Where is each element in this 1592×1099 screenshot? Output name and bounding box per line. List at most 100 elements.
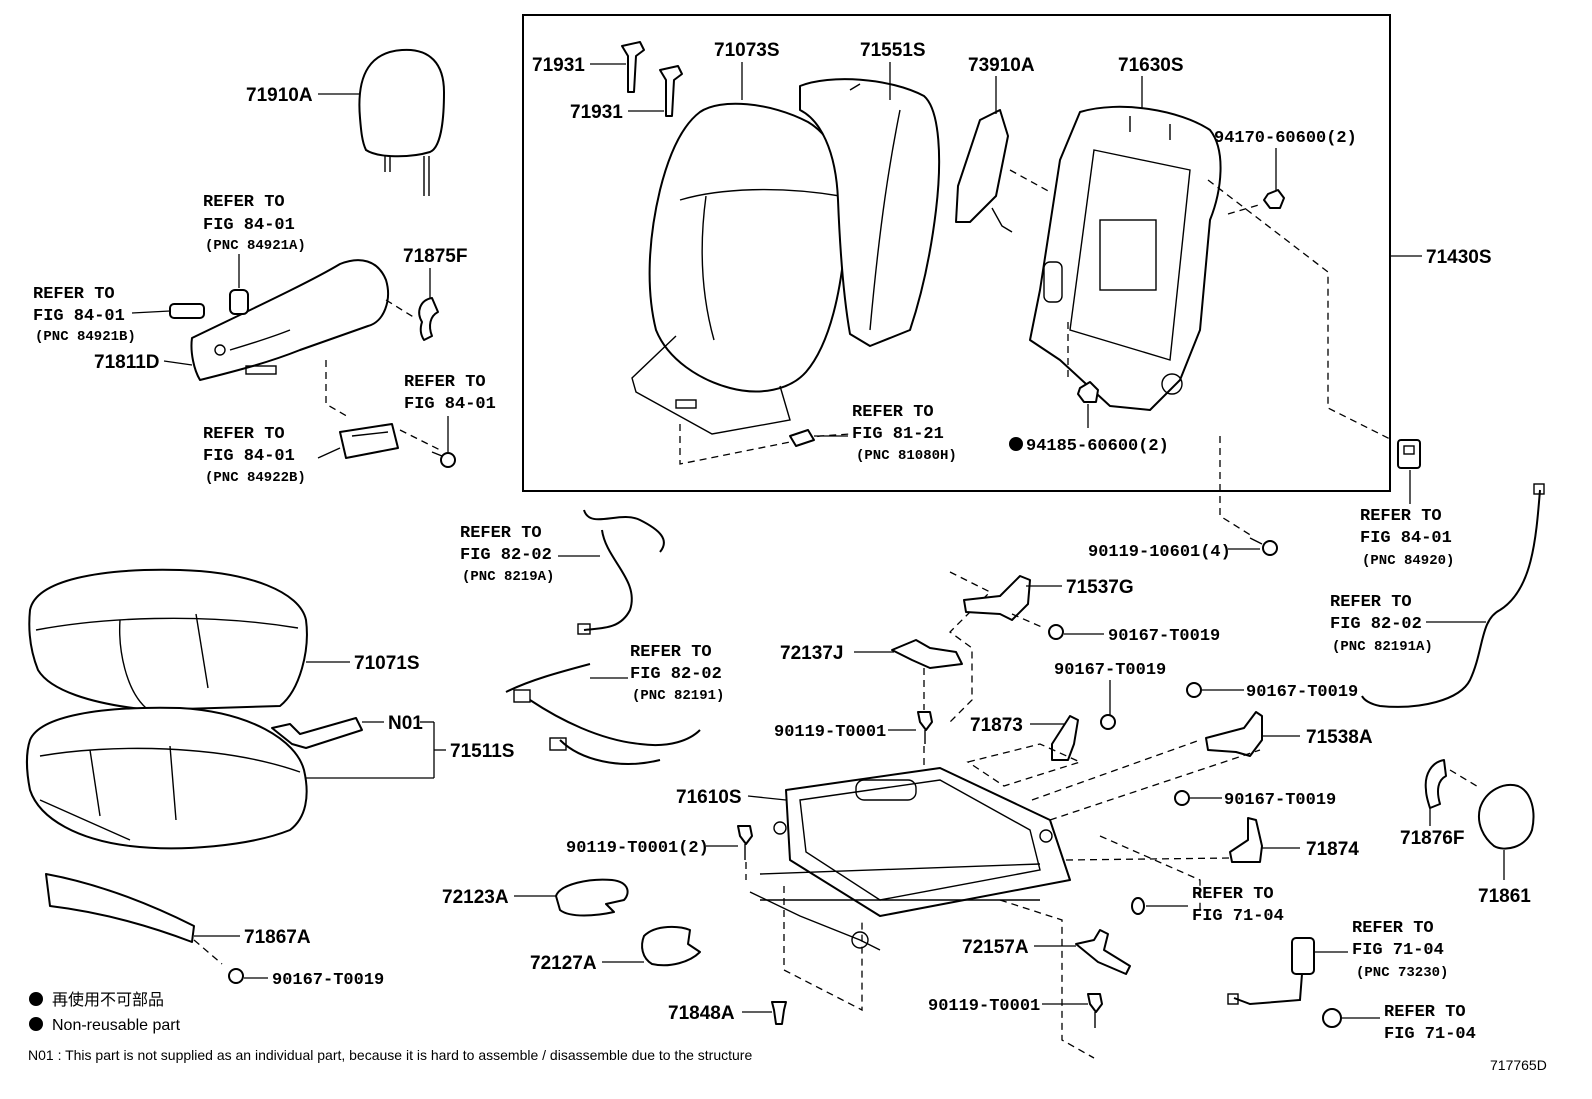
knob-71861[interactable]	[1478, 784, 1535, 850]
part-label-90119-T0001-b: 90119-T0001	[928, 997, 1040, 1016]
nut-94170-60600[interactable]	[1263, 189, 1285, 209]
ref-71-04-nut-line1: REFER TO	[1384, 1003, 1466, 1022]
seatback-pad-71551S[interactable]	[799, 78, 941, 347]
part-label-72123A: 72123A	[442, 887, 509, 908]
cover-71867A[interactable]	[45, 873, 195, 943]
ref-8219A-line2: FIG 82-02	[460, 546, 552, 565]
part-label-71430S: 71430S	[1426, 247, 1492, 268]
ref-84922B-line2: FIG 84-01	[203, 447, 295, 466]
cover-72123A[interactable]	[555, 878, 629, 917]
clip-71931-b[interactable]	[659, 65, 683, 117]
ref-84921B-line2: FIG 84-01	[33, 307, 125, 326]
harness-82191[interactable]	[505, 663, 701, 765]
pin-71848A[interactable]	[771, 1001, 787, 1025]
bolt-90119-10601[interactable]	[1249, 537, 1278, 556]
ref-81080H-line3: (PNC 81080H)	[856, 448, 957, 464]
shield-71811D[interactable]	[190, 259, 389, 381]
part-label-71630S: 71630S	[1118, 55, 1184, 76]
part-label-73910A: 73910A	[968, 55, 1035, 76]
bracket-72157A[interactable]	[1075, 929, 1131, 975]
bracket-72137J[interactable]	[891, 639, 963, 669]
ref-84922B-line3: (PNC 84922B)	[205, 470, 306, 486]
screw-90167-T0019-d[interactable]	[1186, 682, 1202, 698]
ref-73230-line1: REFER TO	[1352, 919, 1434, 938]
screw-84-01[interactable]	[431, 451, 456, 468]
clip-71931-a[interactable]	[621, 41, 645, 93]
ref-71-04-ring-line1: REFER TO	[1192, 885, 1274, 904]
part-label-71931-a: 71931	[532, 55, 585, 76]
airbag-73910A[interactable]	[955, 109, 1013, 233]
bracket-71873[interactable]	[1051, 715, 1079, 761]
headrest-71910A[interactable]	[358, 48, 445, 196]
switch-84922B[interactable]	[339, 423, 399, 459]
bracket-N01[interactable]	[271, 717, 363, 749]
ref-84921A-line2: FIG 84-01	[203, 216, 295, 235]
ref-71-04-ring-line2: FIG 71-04	[1192, 907, 1284, 926]
ref-84-01-screw-line1: REFER TO	[404, 373, 486, 392]
switch-84920[interactable]	[1397, 439, 1421, 469]
legend-marker-jp	[29, 992, 43, 1006]
non-reusable-marker	[1009, 437, 1023, 451]
ref-82191-line1: REFER TO	[630, 643, 712, 662]
part-label-90167-T0019-d: 90167-T0019	[1246, 683, 1358, 702]
ref-82191A-line3: (PNC 82191A)	[1332, 639, 1433, 655]
cover-71876F[interactable]	[1424, 759, 1447, 809]
nut-94185-60600[interactable]	[1077, 381, 1099, 403]
ref-8219A-line1: REFER TO	[460, 524, 542, 543]
diagram-code: 717765D	[1490, 1057, 1547, 1073]
ref-84921A-line3: (PNC 84921A)	[205, 238, 306, 254]
screw-90167-T0019-c[interactable]	[1100, 714, 1116, 730]
bracket-71538A[interactable]	[1205, 711, 1263, 757]
part-label-71071S: 71071S	[354, 653, 420, 674]
harness-8219A[interactable]	[577, 509, 665, 635]
ref-82191A-line2: FIG 82-02	[1330, 615, 1422, 634]
part-label-71874: 71874	[1306, 839, 1359, 860]
screw-90167-T0019-e[interactable]	[1174, 790, 1190, 806]
part-label-90167-T0019-a: 90167-T0019	[272, 971, 384, 990]
bolt-90119-T0001-b[interactable]	[1087, 993, 1103, 1028]
ref-84920-line3: (PNC 84920)	[1362, 553, 1454, 569]
part-label-71861: 71861	[1478, 886, 1531, 907]
part-label-71873: 71873	[970, 715, 1023, 736]
seat-back-group-box	[522, 14, 1391, 492]
nut-71-04[interactable]	[1322, 1008, 1342, 1028]
ring-71-04[interactable]	[1131, 897, 1145, 915]
seatbelt-buckle-73230[interactable]	[1227, 937, 1315, 1006]
part-label-72157A: 72157A	[962, 937, 1029, 958]
ref-73230-line3: (PNC 73230)	[1356, 965, 1448, 981]
ref-82191-line3: (PNC 82191)	[632, 688, 724, 704]
cover-72127A[interactable]	[641, 925, 701, 967]
part-label-71867A: 71867A	[244, 927, 311, 948]
switch-knob-84921B[interactable]	[169, 303, 205, 319]
ref-81080H-line2: FIG 81-21	[852, 425, 944, 444]
harness-82191A[interactable]	[1361, 483, 1545, 708]
bracket-71537G[interactable]	[963, 575, 1031, 621]
switch-knob-84921A[interactable]	[229, 289, 249, 315]
cover-71875F[interactable]	[418, 297, 439, 341]
legend-n01-note: N01 : This part is not supplied as an in…	[28, 1047, 752, 1063]
seatback-cover-71073S[interactable]	[631, 102, 848, 435]
bolt-90119-T0001-a[interactable]	[917, 711, 933, 744]
part-label-71610S: 71610S	[676, 787, 742, 808]
seat-adjuster-71610S[interactable]	[749, 767, 1071, 951]
connector-81080H[interactable]	[789, 429, 815, 447]
part-label-90119-T0001-a: 90119-T0001	[774, 723, 886, 742]
cushion-cover-71071S[interactable]	[28, 568, 308, 711]
part-label-72137J: 72137J	[780, 643, 843, 664]
bolt-90119-T0001-2[interactable]	[737, 825, 753, 860]
part-label-71876F: 71876F	[1400, 828, 1464, 849]
part-label-72127A: 72127A	[530, 953, 597, 974]
part-label-71073S: 71073S	[714, 40, 780, 61]
screw-90167-T0019-a[interactable]	[228, 968, 244, 984]
ref-84920-line1: REFER TO	[1360, 507, 1442, 526]
bracket-71874[interactable]	[1229, 817, 1263, 863]
screw-90167-T0019-b[interactable]	[1048, 624, 1064, 640]
cushion-pad-71511S[interactable]	[26, 706, 308, 850]
ref-84921B-line1: REFER TO	[33, 285, 115, 304]
part-label-71931-b: 71931	[570, 102, 623, 123]
part-label-71811D: 71811D	[94, 352, 160, 373]
seatback-frame-71630S[interactable]	[1029, 105, 1222, 411]
ref-73230-line2: FIG 71-04	[1352, 941, 1444, 960]
ref-71-04-nut-line2: FIG 71-04	[1384, 1025, 1476, 1044]
